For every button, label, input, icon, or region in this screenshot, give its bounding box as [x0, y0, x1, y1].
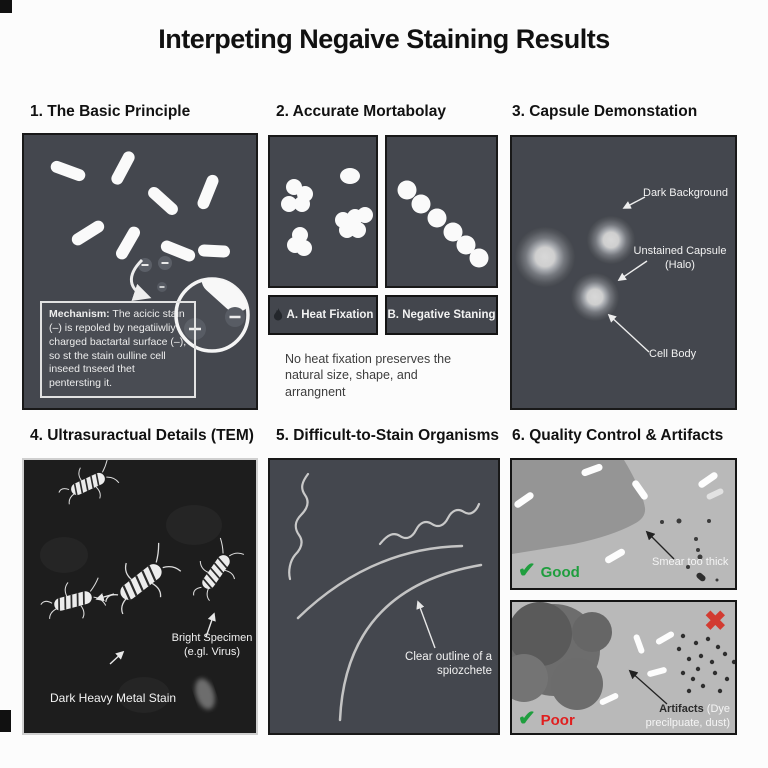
poor-label: Poor	[540, 711, 575, 729]
flame-icon	[273, 308, 282, 321]
panel6-header: 6. Quality Control & Artifacts	[512, 427, 724, 444]
spirochete-figure	[288, 472, 483, 722]
panel4-tem-image: Bright Specimen (e.gl. Virus) Dark Heavy…	[22, 458, 258, 735]
artifacts-label-rest: (Dye precilpuate, dust)	[645, 703, 730, 730]
annotation-arrow	[645, 530, 675, 560]
panel2-heat-fixation-figure	[268, 135, 378, 288]
annotation-arrows	[95, 593, 216, 665]
tem-specimens-figure	[36, 460, 251, 713]
panel6-poor-smear: ✖ ✔ Poor Artifacts (Dye precilpuate, dus…	[500, 600, 737, 735]
negative-ion-icons	[138, 256, 172, 292]
smear-too-thick-label: Smear too thick	[652, 556, 729, 568]
panel5-header: 5. Difficult-to-Stain Organisms	[276, 427, 500, 444]
good-smear-figure	[512, 460, 724, 582]
faint-specimen-blob	[195, 678, 215, 710]
panel3-capsule-demo: Dark Background Unstained Capsule (Halo)…	[510, 135, 737, 410]
bacteria-rods-figure	[50, 151, 250, 353]
annotation-arrow	[628, 669, 668, 705]
good-label: Good	[540, 563, 580, 581]
smear-blob	[512, 460, 646, 554]
method-b-box: B. Negative Staning	[385, 295, 498, 335]
morphology-caption: No heat fixation preserves the natural s…	[285, 352, 452, 399]
artifacts-label-bold: Artifacts	[659, 703, 704, 715]
unstained-capsule-label: Unstained Capsule (Halo)	[633, 245, 727, 271]
mechanism-lead: Mechanism:	[49, 308, 110, 320]
panel2-negative-staining-figure	[385, 135, 498, 288]
artifacts-label: Artifacts (Dye precilpuate, dust)	[628, 702, 730, 731]
dark-background-label: Dark Background	[643, 187, 728, 199]
poor-smear-figure	[500, 602, 737, 710]
cocci-chain-figure	[397, 180, 489, 268]
method-b-label: B. Negative Staning	[387, 309, 496, 321]
page-title: Interpeting Negaive Staining Results	[158, 24, 610, 54]
method-a-label: A. Heat Fixation	[286, 309, 374, 321]
annotation-arrows	[607, 196, 650, 353]
dye-precipitate-dots	[676, 633, 737, 694]
panel5-spirochetes: Clear outline of a spiozchete	[268, 458, 500, 735]
cross-icon: ✖	[704, 606, 727, 636]
panel3-header: 3. Capsule Demonstation	[512, 103, 698, 120]
method-a-box: A. Heat Fixation	[268, 295, 378, 335]
corner-mark-bottom-left	[0, 710, 11, 732]
mechanism-note: Mechanism: The acicic stain (–) is repol…	[40, 301, 196, 399]
bright-specimen-label: Bright Specimen (e.gl. Virus)	[171, 632, 253, 658]
corner-mark-top-left	[0, 0, 12, 13]
annotation-arrow	[416, 600, 436, 649]
panel4-header: 4. Ultrasuractual Details (TEM)	[30, 427, 254, 444]
good-verdict: ✔ Good	[518, 560, 580, 581]
panel1-basic-principle: Mechanism: The acicic stain (–) is repol…	[22, 133, 258, 410]
heavy-metal-stain-label: Dark Heavy Metal Stain	[50, 691, 177, 705]
thick-deposit-blob	[500, 602, 612, 710]
curved-arrow	[130, 258, 152, 301]
panel1-header: 1. The Basic Principle	[30, 103, 191, 120]
capsule-cells-figure	[515, 196, 650, 353]
check-icon: ✔	[518, 707, 536, 730]
panel6-good-smear: ✔ Good Smear too thick	[510, 458, 737, 590]
cocci-clusters-figure	[281, 168, 373, 256]
check-icon: ✔	[518, 559, 536, 582]
mechanism-text: The acicic stain (–) is repoled by negat…	[49, 308, 187, 390]
poor-verdict: ✔ Poor	[518, 708, 575, 729]
panel2-header: 2. Accurate Mortabolay	[276, 103, 446, 120]
spirochete-outline-label: Clear outline of a spiozchete	[405, 651, 492, 678]
cell-body-label: Cell Body	[649, 348, 697, 360]
